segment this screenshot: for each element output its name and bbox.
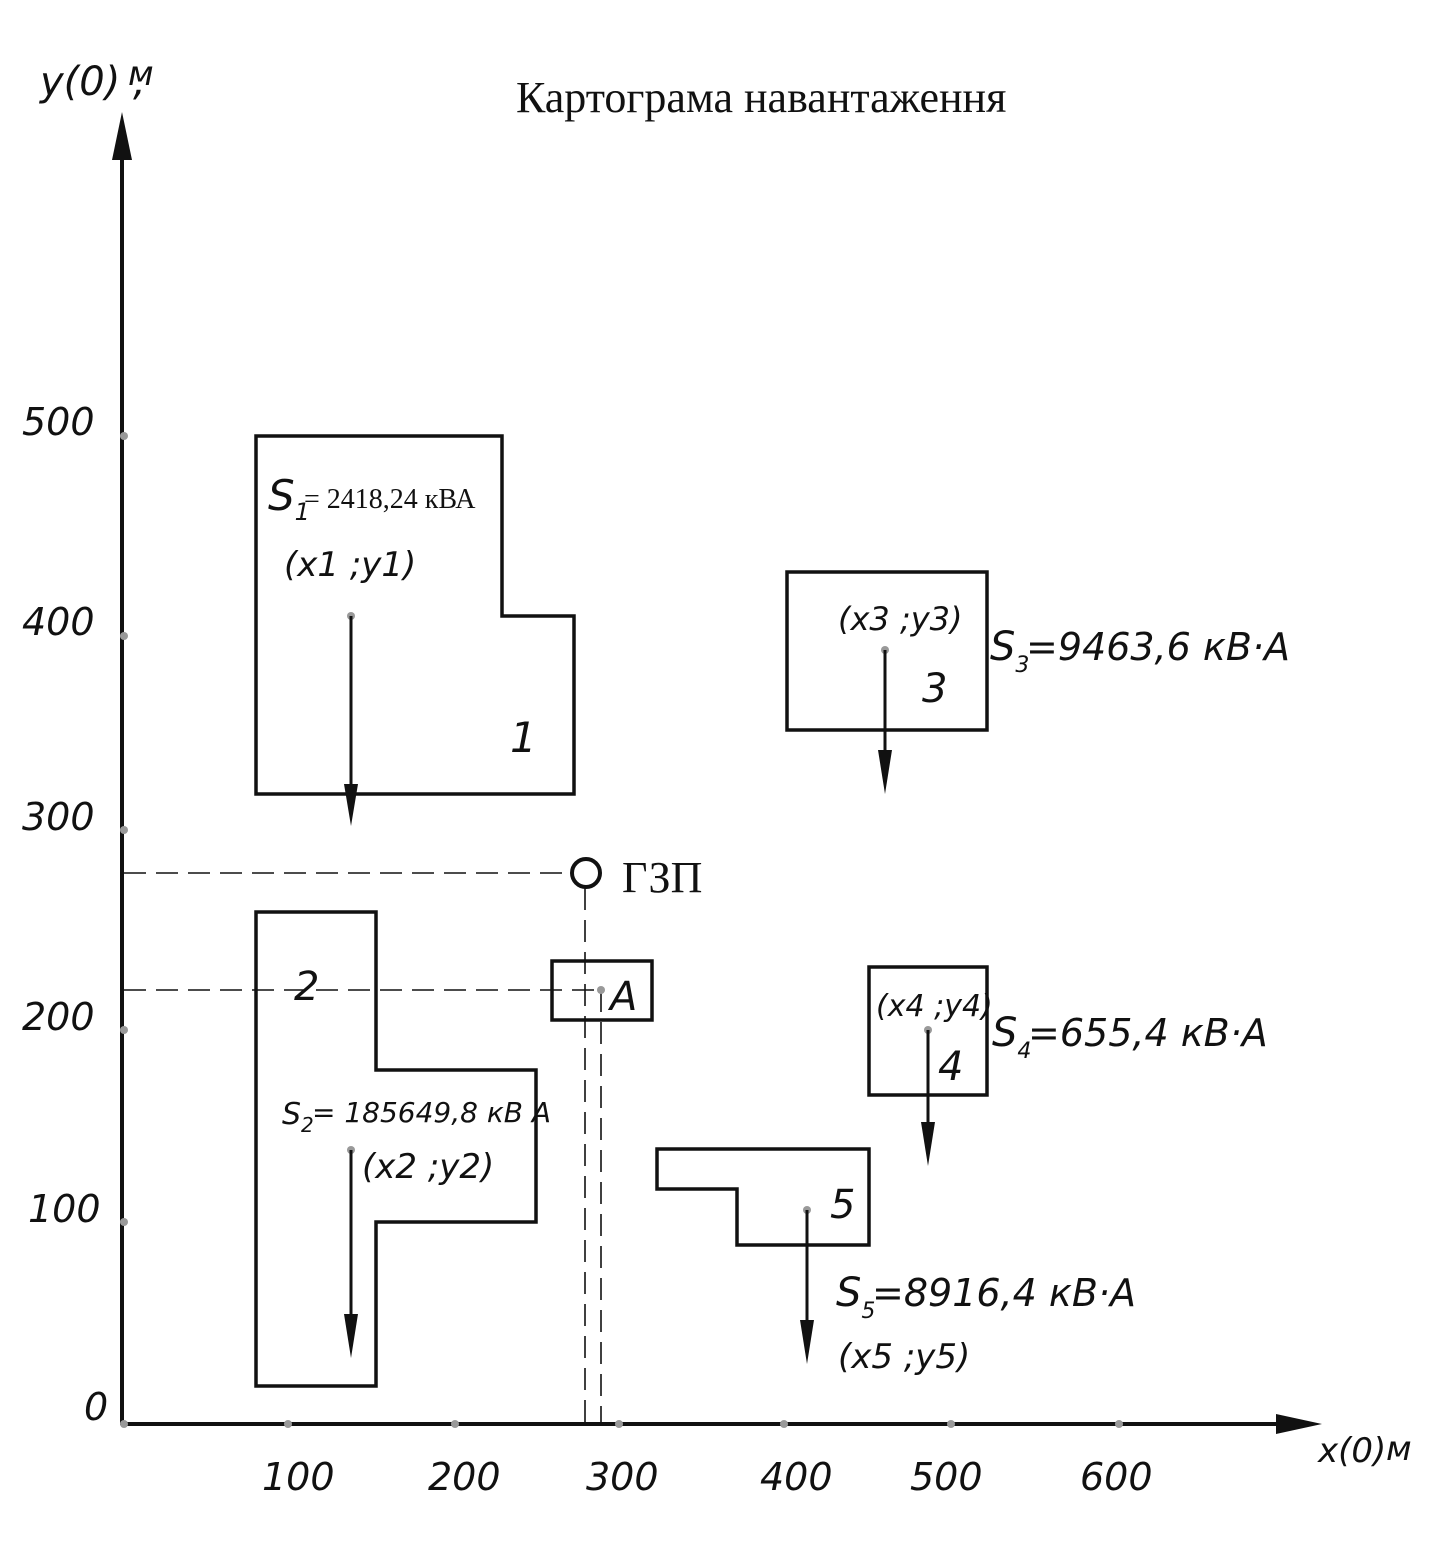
workshop-2-load-value: = 185649,8 кВ А	[312, 1096, 551, 1129]
y-tick-label: 500	[22, 400, 95, 444]
x-tick-label: 300	[586, 1455, 659, 1499]
workshop-3-vector-head	[878, 750, 892, 794]
tick-dot	[615, 1420, 623, 1428]
center-a-label: A	[607, 974, 637, 1020]
workshop-3-number: 3	[922, 666, 947, 712]
y-axis-unit: м	[128, 54, 154, 94]
workshop-4-load-value: =655,4 кВ·А	[1028, 1011, 1268, 1055]
x-tick-label: 600	[1080, 1455, 1153, 1499]
tick-dot	[780, 1420, 788, 1428]
workshop-5-vector-head	[800, 1320, 814, 1364]
workshop-5: 5 S5 =8916,4 кВ·А (x5 ;y5)	[655, 1147, 1136, 1377]
y-tick-label: 200	[22, 995, 95, 1039]
workshop-1-vector-head	[344, 784, 358, 826]
tick-dot	[120, 1420, 128, 1428]
workshop-4-vector-head	[921, 1122, 935, 1166]
workshop-5-load-symbol: S5	[836, 1270, 875, 1324]
tick-dot	[947, 1420, 955, 1428]
y-tick-label: 400	[22, 600, 95, 644]
axis-tick-dots	[120, 432, 1123, 1428]
workshop-2-outline	[254, 910, 538, 1388]
workshop-5-number: 5	[830, 1182, 855, 1228]
center-a-box	[550, 959, 654, 1022]
workshop-3-load-value: =9463,6 кВ·А	[1026, 625, 1290, 669]
workshop-1-number: 1	[510, 713, 537, 762]
workshop-3-outline	[785, 570, 989, 732]
gzp-label: ГЗП	[622, 853, 702, 902]
workshop-4-coords: (x4 ;y4)	[876, 989, 993, 1024]
tick-dot	[120, 826, 128, 834]
workshop-3-load-symbol: S3	[990, 624, 1029, 678]
center-a-point	[597, 986, 605, 994]
workshop-5-coords: (x5 ;y5)	[838, 1337, 970, 1377]
workshop-4-number: 4	[938, 1044, 963, 1090]
workshop-2-number: 2	[294, 964, 319, 1010]
x-axis-unit: м	[1386, 1429, 1412, 1469]
workshop-2-load-symbol: S2	[282, 1097, 314, 1137]
workshop-3-coords: (x3 ;y3)	[838, 600, 963, 638]
workshop-4-load-symbol: S4	[992, 1010, 1031, 1064]
workshop-2: 2 S2 = 185649,8 кВ А (x2 ;y2)	[254, 910, 551, 1388]
workshop-2-vector-head	[344, 1314, 358, 1358]
x-axis-arrowhead	[1276, 1414, 1322, 1434]
y-axis-label: y(0) ,	[39, 59, 146, 105]
workshop-2-coords: (x2 ;y2)	[362, 1147, 494, 1187]
tick-dot	[120, 1026, 128, 1034]
tick-dot	[120, 1218, 128, 1226]
workshop-3: (x3 ;y3) 3 S3 =9463,6 кВ·А	[785, 570, 1290, 794]
x-tick-label: 200	[428, 1455, 501, 1499]
tick-dot	[120, 432, 128, 440]
workshop-1-load-value: = 2418,24 кВА	[304, 484, 476, 515]
tick-dot	[284, 1420, 292, 1428]
y-tick-label: 0	[84, 1385, 108, 1429]
tick-dot	[1115, 1420, 1123, 1428]
tick-dot	[451, 1420, 459, 1428]
workshop-1-load-symbol: S1	[268, 471, 310, 526]
workshop-1-coords: (x1 ;y1)	[284, 545, 416, 585]
y-tick-label: 300	[22, 795, 95, 839]
workshop-5-outline	[655, 1147, 871, 1247]
x-axis-label: x(0)	[1317, 1431, 1386, 1471]
workshop-1-outline	[254, 434, 576, 796]
tick-dot	[120, 632, 128, 640]
gzp-marker	[570, 857, 602, 889]
workshop-5-load-value: =8916,4 кВ·А	[872, 1271, 1136, 1315]
y-tick-label: 100	[28, 1187, 101, 1231]
diagram-title: Картограма навантаження	[516, 73, 1006, 122]
y-axis-arrowhead	[112, 112, 132, 160]
workshop-1: S1 = 2418,24 кВА (x1 ;y1) 1	[254, 434, 576, 826]
x-tick-label: 400	[760, 1455, 833, 1499]
x-tick-label: 100	[262, 1455, 335, 1499]
x-tick-label: 500	[910, 1455, 983, 1499]
workshop-4: (x4 ;y4) 4 S4 =655,4 кВ·А	[867, 965, 1268, 1166]
